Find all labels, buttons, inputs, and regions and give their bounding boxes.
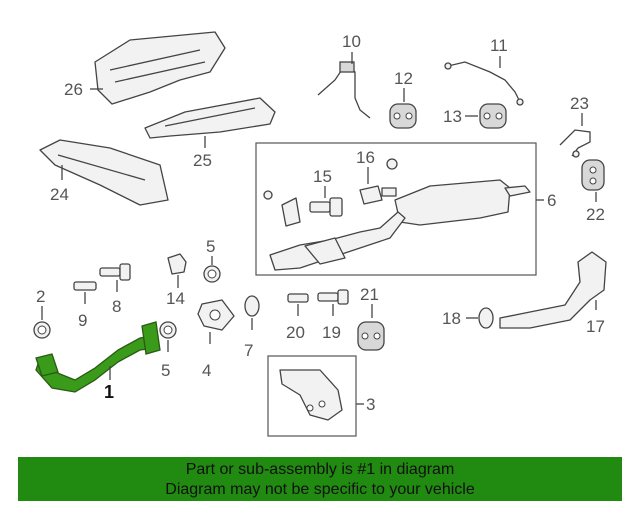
callout-19: 19	[322, 323, 341, 342]
part-2-gasket[interactable]	[33, 321, 51, 339]
part-20-stud[interactable]	[287, 293, 309, 303]
part-24-heat-shield[interactable]	[39, 139, 169, 206]
callout-9: 9	[78, 311, 87, 330]
callout-6: 6	[547, 191, 556, 210]
callout-23: 23	[570, 94, 589, 113]
assembly-6-box	[255, 142, 537, 276]
part-3-bracket[interactable]	[279, 369, 343, 421]
part-14-sensor[interactable]	[167, 253, 187, 275]
banner-line-1: Part or sub-assembly is #1 in diagram	[185, 461, 455, 478]
callout-4: 4	[202, 361, 211, 380]
part-19-bolt[interactable]	[317, 289, 349, 305]
callout-11: 11	[490, 36, 508, 55]
part-7-gasket[interactable]	[244, 295, 260, 317]
assembly-3-box	[267, 355, 357, 437]
callout-20: 20	[286, 323, 305, 342]
part-23-bracket[interactable]	[559, 129, 591, 158]
callout-15: 15	[313, 167, 332, 186]
callout-24: 24	[50, 185, 69, 204]
part-9-stud[interactable]	[73, 281, 97, 291]
part-4-flange[interactable]	[197, 299, 235, 331]
part-25-heat-shield[interactable]	[144, 97, 276, 139]
part-13-insulator[interactable]	[479, 103, 507, 129]
callout-26: 26	[64, 80, 83, 99]
part-22-insulator[interactable]	[581, 159, 605, 191]
callout-14: 14	[166, 289, 185, 308]
callout-16: 16	[356, 148, 375, 167]
callout-7: 7	[244, 341, 253, 360]
exhaust-parts-diagram: 26 25 24 10 11 12 13	[33, 31, 607, 437]
part-10-hanger-bracket[interactable]	[317, 61, 371, 119]
part-18-gasket[interactable]	[478, 307, 494, 329]
callout-21: 21	[360, 285, 379, 304]
part-16-gasket[interactable]	[359, 158, 398, 205]
callout-12: 12	[394, 69, 413, 88]
callout-3: 3	[366, 395, 375, 414]
part-17-tail-pipe[interactable]	[499, 251, 607, 329]
callout-17: 17	[586, 317, 605, 336]
callout-13: 13	[443, 107, 462, 126]
part-12-insulator[interactable]	[389, 103, 417, 129]
part-5-gasket-upper[interactable]	[203, 265, 221, 283]
part-5-gasket-lower[interactable]	[159, 321, 177, 339]
part-21-insulator[interactable]	[357, 321, 385, 351]
part-6-muffler-assembly[interactable]	[269, 179, 531, 271]
callout-22: 22	[586, 205, 605, 224]
callout-5a: 5	[206, 237, 215, 256]
callout-8: 8	[112, 297, 121, 316]
callout-5b: 5	[161, 361, 170, 380]
part-8-bolt[interactable]	[99, 263, 131, 281]
callout-25: 25	[193, 151, 212, 170]
part-26-heat-shield[interactable]	[94, 31, 226, 105]
info-banner: Part or sub-assembly is #1 in diagram Di…	[18, 457, 622, 501]
callout-2: 2	[36, 287, 45, 306]
part-11-bracket[interactable]	[444, 61, 524, 106]
callout-18: 18	[442, 309, 461, 328]
callout-1: 1	[104, 382, 114, 402]
part-1-front-pipe[interactable]	[35, 321, 161, 393]
callout-10: 10	[342, 32, 361, 51]
banner-line-2: Diagram may not be specific to your vehi…	[165, 481, 475, 498]
part-15-spring-bolt[interactable]	[263, 190, 343, 227]
